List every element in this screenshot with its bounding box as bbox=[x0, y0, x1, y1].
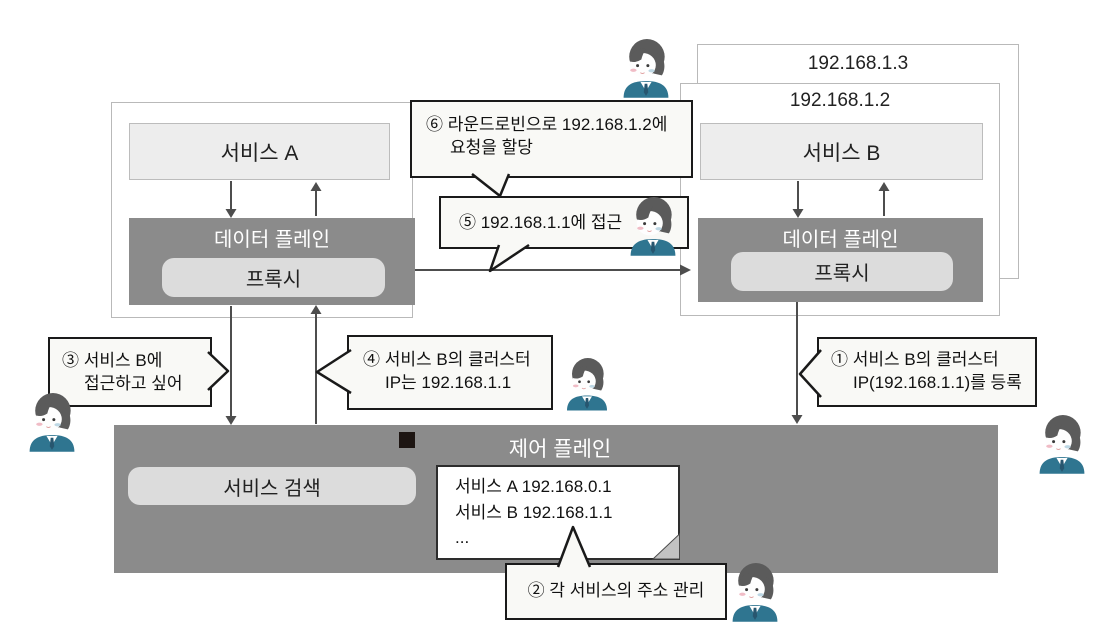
callout-2: ② 각 서비스의 주소 관리 bbox=[505, 563, 727, 620]
callout-4: ④ 서비스 B의 클러스터 IP는 192.168.1.1 bbox=[347, 335, 553, 410]
person-icon bbox=[1039, 414, 1085, 475]
service-a-box: 서비스 A bbox=[129, 123, 390, 180]
proxy-left-box: 프록시 bbox=[162, 258, 385, 297]
callout-3: ③ 서비스 B에 접근하고 싶어 bbox=[48, 337, 212, 407]
data-plane-right-label: 데이터 플레인 bbox=[782, 229, 899, 251]
service-a-label: 서비스 A bbox=[220, 141, 299, 165]
arrowhead-down-icon bbox=[225, 416, 237, 425]
callout-2-line1: ② 각 서비스의 주소 관리 bbox=[527, 581, 705, 600]
proxy-right-label: 프록시 bbox=[814, 263, 870, 285]
callout-6-line1: ⑥ 라운드로빈으로 192.168.1.2에 bbox=[426, 115, 668, 134]
person-icon bbox=[566, 357, 608, 411]
callout-1-line2: IP(192.168.1.1)를 등록 bbox=[853, 372, 1022, 392]
registry-entry-ellipsis: ... bbox=[455, 528, 470, 547]
service-discovery-label: 서비스 검색 bbox=[223, 477, 321, 500]
service-b-box: 서비스 B bbox=[700, 123, 983, 180]
person-icon bbox=[29, 392, 75, 453]
person-icon bbox=[630, 196, 676, 257]
proxy-left-label: 프록시 bbox=[245, 269, 302, 291]
proxy-right-box: 프록시 bbox=[731, 252, 953, 291]
registry-entry-service-b: 서비스 B 192.168.1.1 bbox=[455, 502, 613, 522]
arrowhead-down-icon bbox=[791, 415, 803, 424]
callout-4-line2: IP는 192.168.1.1 bbox=[385, 372, 512, 392]
callout-6: ⑥ 라운드로빈으로 192.168.1.2에 요청을 할당 bbox=[410, 100, 693, 178]
instance-ip-back-label: 192.168.1.3 bbox=[807, 53, 909, 74]
registry-entry-service-a: 서비스 A 192.168.0.1 bbox=[455, 477, 612, 496]
service-b-label: 서비스 B bbox=[802, 141, 881, 165]
data-plane-left-label: 데이터 플레인 bbox=[214, 229, 330, 251]
callout-5-line1: ⑤ 192.168.1.1에 접근 bbox=[459, 213, 623, 232]
instance-ip-front-label: 192.168.1.2 bbox=[789, 90, 891, 111]
callout-6-line2: 요청을 할당 bbox=[450, 137, 533, 157]
callout-1-line1: ① 서비스 B의 클러스터 bbox=[831, 350, 999, 369]
callout-4-line1: ④ 서비스 B의 클러스터 bbox=[363, 350, 531, 369]
person-icon bbox=[732, 562, 778, 623]
callout-1: ① 서비스 B의 클러스터 IP(192.168.1.1)를 등록 bbox=[817, 337, 1037, 407]
black-square-marker-icon bbox=[399, 432, 415, 448]
person-icon bbox=[623, 38, 669, 99]
service-discovery-box: 서비스 검색 bbox=[128, 467, 416, 505]
control-plane-title: 제어 플레인 bbox=[508, 438, 612, 461]
callout-3-line2: 접근하고 싶어 bbox=[84, 373, 183, 393]
callout-4-tail bbox=[315, 348, 352, 395]
callout-3-line1: ③ 서비스 B에 bbox=[62, 351, 163, 370]
service-registry-note: 서비스 A 192.168.0.1 서비스 B 192.168.1.1 ... bbox=[436, 465, 680, 560]
